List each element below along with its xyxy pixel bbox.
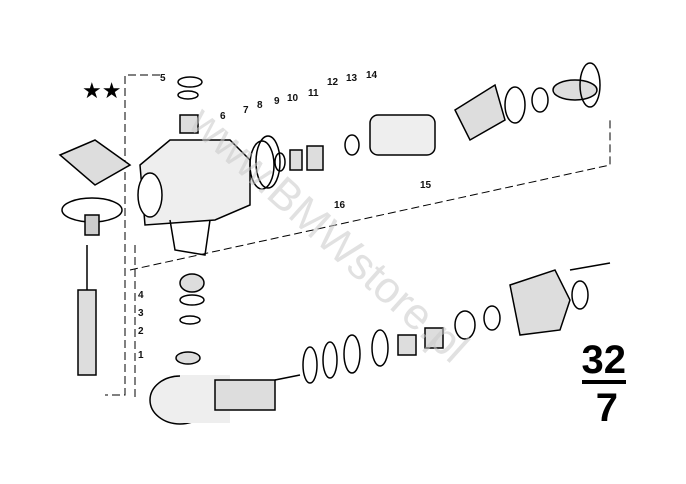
label-12: 12	[327, 77, 339, 88]
label-6: 6	[220, 111, 226, 122]
label-7: 7	[243, 105, 249, 116]
label-1: 1	[138, 350, 144, 361]
label-3: 3	[138, 308, 144, 319]
label-9: 9	[274, 96, 280, 107]
dashed-frames	[105, 74, 611, 400]
label-13: 13	[346, 73, 358, 84]
cover-plate	[58, 139, 132, 236]
label-10: 10	[287, 93, 299, 104]
subgroup-number: 7	[595, 386, 618, 430]
group-number: 32	[581, 338, 626, 384]
label-2: 2	[138, 326, 144, 337]
label-15: 15	[420, 180, 432, 191]
housing	[137, 139, 251, 256]
seals-lower	[149, 262, 611, 425]
seals-upper	[177, 62, 601, 190]
label-11: 11	[308, 88, 319, 99]
label-8: 8	[257, 100, 263, 111]
label-5: 5	[160, 73, 166, 84]
sector-shaft	[77, 245, 97, 376]
star-icons: ★★	[82, 78, 122, 103]
label-14: 14	[366, 70, 378, 81]
label-4: 4	[138, 290, 144, 301]
label-16: 16	[334, 200, 346, 211]
